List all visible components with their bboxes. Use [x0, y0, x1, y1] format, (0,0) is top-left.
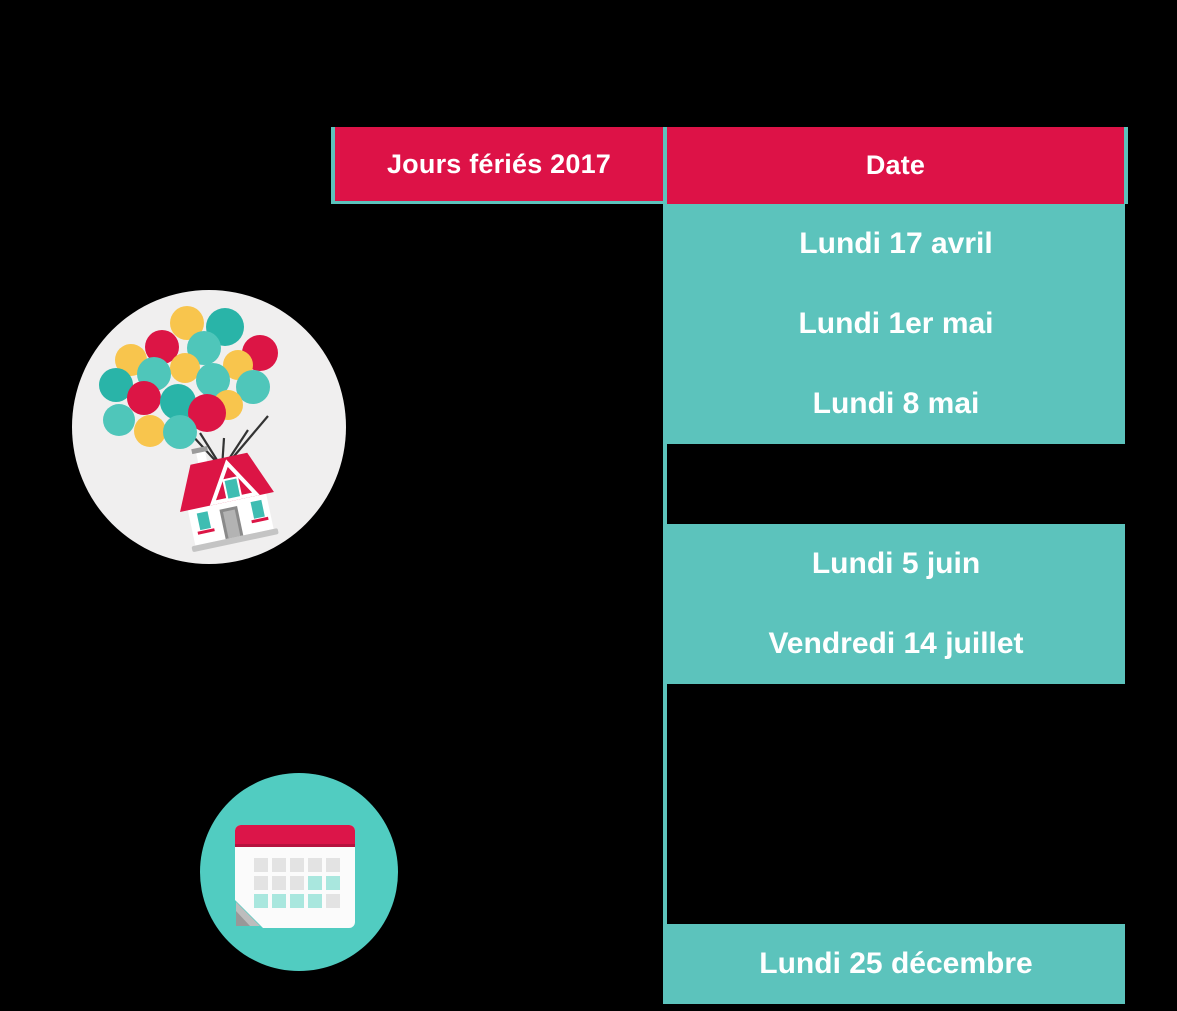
header-label-holidays: Jours fériés 2017 [386, 148, 612, 179]
date-cell: Lundi 17 avril [667, 204, 1125, 284]
header-cell-date: Date [663, 127, 1128, 204]
holidays-table: Jours fériés 2017 Date Lundi 17 avril Lu… [331, 127, 1128, 1004]
balloons-house-illustration [72, 290, 346, 564]
house-icon [180, 445, 279, 552]
date-cell: Lundi 1er mai [667, 284, 1125, 364]
date-cell: Lundi 8 mai [667, 364, 1125, 444]
holidays-column-body [331, 204, 663, 1004]
date-column-body: Lundi 17 avril Lundi 1er mai Lundi 8 mai… [663, 204, 1125, 1004]
date-cell-empty [667, 444, 1125, 524]
header-cell-holidays: Jours fériés 2017 [331, 127, 663, 204]
date-cell-empty [667, 844, 1125, 924]
date-cell: Vendredi 14 juillet [667, 604, 1125, 684]
date-cell: Lundi 5 juin [667, 524, 1125, 604]
date-cell: Lundi 25 décembre [667, 924, 1125, 1004]
date-cell-empty [667, 684, 1125, 764]
header-label-date: Date [865, 150, 926, 180]
date-cell-empty [667, 764, 1125, 844]
calendar-icon [200, 773, 398, 971]
calendar-page [235, 825, 355, 928]
balloon-cluster [99, 306, 278, 449]
